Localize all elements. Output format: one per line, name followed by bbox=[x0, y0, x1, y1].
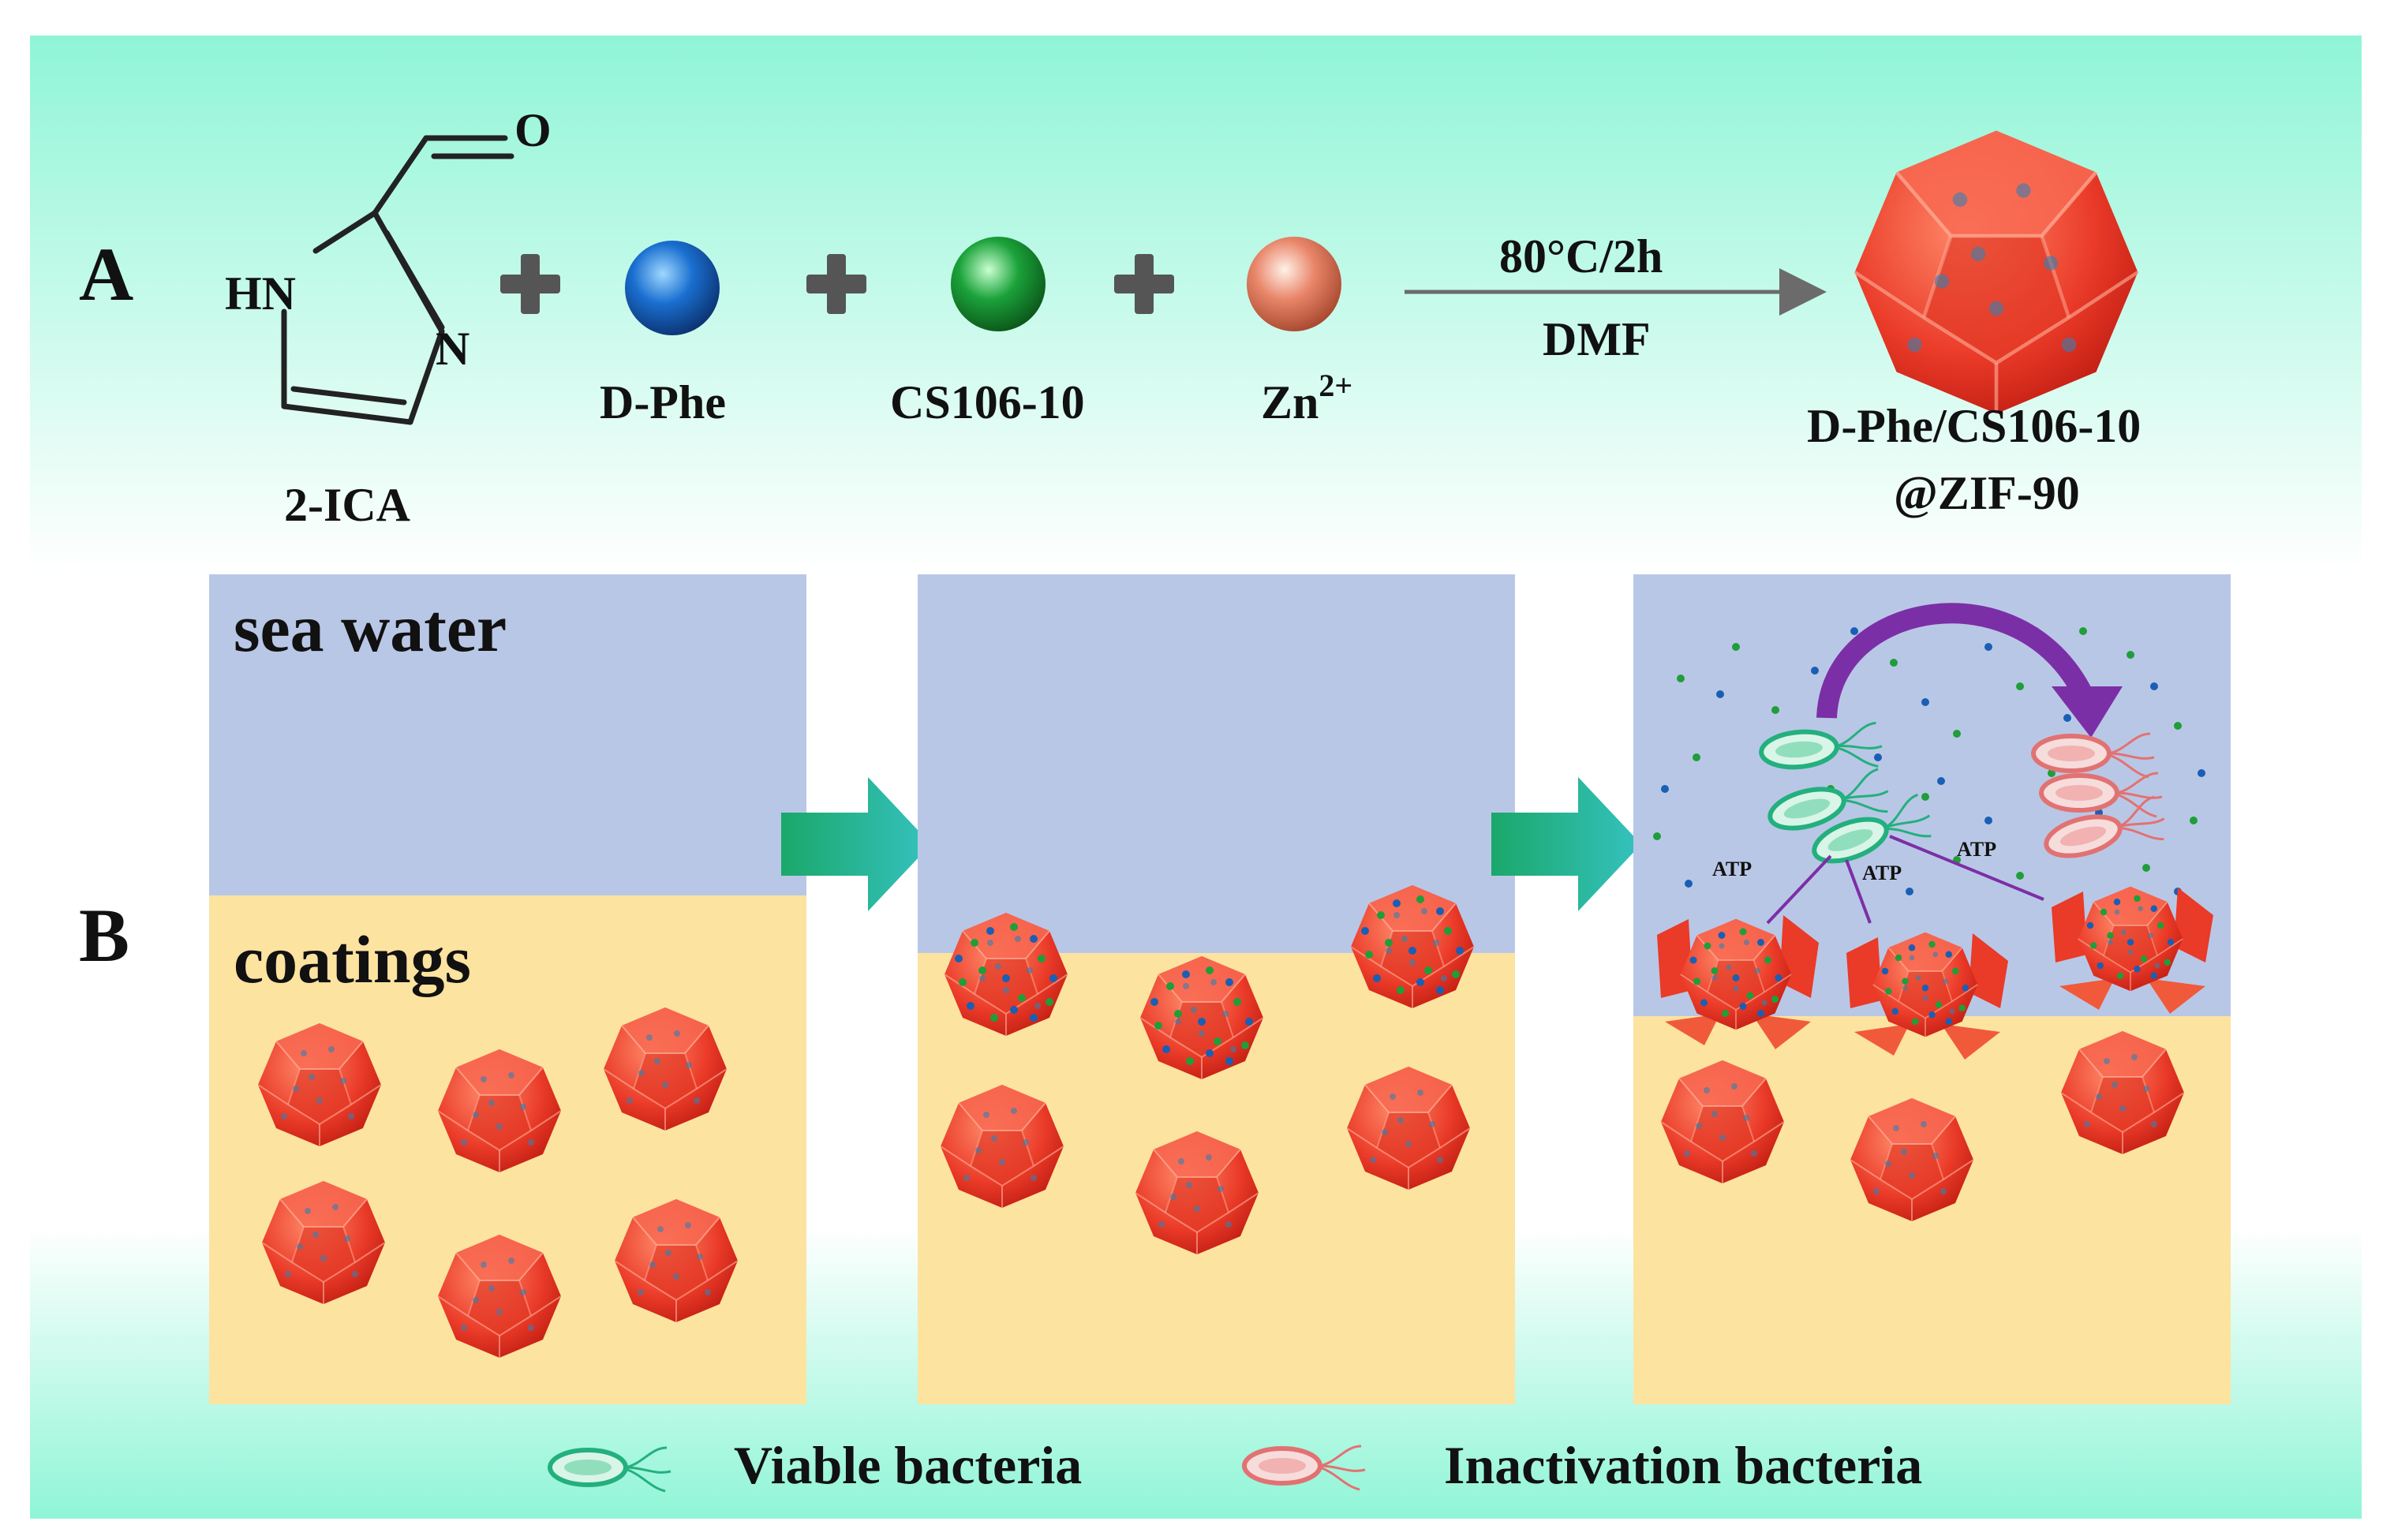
atp-signal-lines bbox=[1766, 835, 2044, 925]
released-molecules bbox=[1653, 627, 2205, 895]
product-label-line1: D-Phe/CS106-10 bbox=[1807, 400, 2141, 452]
crystal bbox=[437, 1048, 562, 1173]
reaction-conditions-temp: 80°C/2h bbox=[1499, 230, 1663, 282]
atom-hn: HN bbox=[225, 267, 296, 320]
crystal bbox=[437, 1234, 562, 1359]
crystal bbox=[1346, 1066, 1471, 1191]
d-phe-sphere bbox=[625, 241, 720, 335]
crystal bbox=[1660, 1060, 1785, 1184]
crystal bbox=[1850, 1097, 1974, 1222]
reagent-label-cs106: CS106-10 bbox=[890, 376, 1085, 428]
zinc-sphere bbox=[1247, 237, 1341, 331]
reaction-conditions-solvent: DMF bbox=[1543, 313, 1651, 365]
loaded-crystal bbox=[1351, 885, 1474, 1008]
crystal bbox=[614, 1198, 739, 1323]
stage-1-box: sea water coatings bbox=[209, 574, 806, 1404]
release-arrow bbox=[1816, 603, 2093, 719]
reagent-label-zinc: Zn2+ bbox=[1261, 368, 1352, 428]
broken-crystal bbox=[2052, 887, 2213, 1014]
broken-crystal bbox=[1657, 915, 1819, 1049]
crystal bbox=[1135, 1131, 1259, 1255]
reagent-label-2ica: 2-ICA bbox=[284, 479, 410, 531]
stage-arrow-2 bbox=[1491, 777, 1641, 911]
crystal bbox=[261, 1180, 386, 1305]
legend-viable-label: Viable bacteria bbox=[734, 1435, 1082, 1495]
stage-arrow-1 bbox=[781, 777, 931, 911]
stage-2-box bbox=[918, 574, 1515, 1404]
atom-o: O bbox=[514, 104, 552, 156]
legend-inactivated-label: Inactivation bacteria bbox=[1444, 1435, 1922, 1495]
imidazole-structure bbox=[281, 135, 514, 425]
product-label-line2: @ZIF-90 bbox=[1894, 467, 2080, 519]
panel-a-label: A bbox=[79, 232, 133, 316]
release-arrowhead bbox=[2052, 686, 2123, 738]
atom-n: N bbox=[436, 323, 469, 375]
crystal bbox=[2060, 1030, 2185, 1155]
cs106-sphere bbox=[951, 237, 1046, 331]
plus-icon bbox=[806, 254, 866, 314]
panel-b-label: B bbox=[79, 893, 129, 977]
product-crystal bbox=[1855, 131, 2138, 414]
plus-icon bbox=[500, 254, 560, 314]
crystal bbox=[603, 1007, 728, 1131]
legend: Viable bacteria Inactivation bacteria bbox=[550, 1435, 1922, 1495]
atp-label: ATP bbox=[1712, 858, 1752, 880]
coatings-label: coatings bbox=[234, 921, 471, 997]
plus-icons bbox=[500, 254, 1174, 314]
crystal bbox=[940, 1084, 1064, 1209]
crystal bbox=[257, 1022, 382, 1147]
loaded-crystal bbox=[1140, 956, 1263, 1079]
atp-label: ATP bbox=[1862, 862, 1902, 884]
broken-crystal bbox=[1846, 933, 2008, 1060]
stage-3-box: ATP ATP ATP bbox=[1633, 574, 2231, 1404]
atp-label: ATP bbox=[1957, 838, 1996, 861]
sea-water-label: sea water bbox=[234, 590, 507, 666]
reagent-label-d-phe: D-Phe bbox=[600, 376, 726, 428]
loaded-crystal bbox=[945, 913, 1068, 1036]
plus-icon bbox=[1114, 254, 1174, 314]
